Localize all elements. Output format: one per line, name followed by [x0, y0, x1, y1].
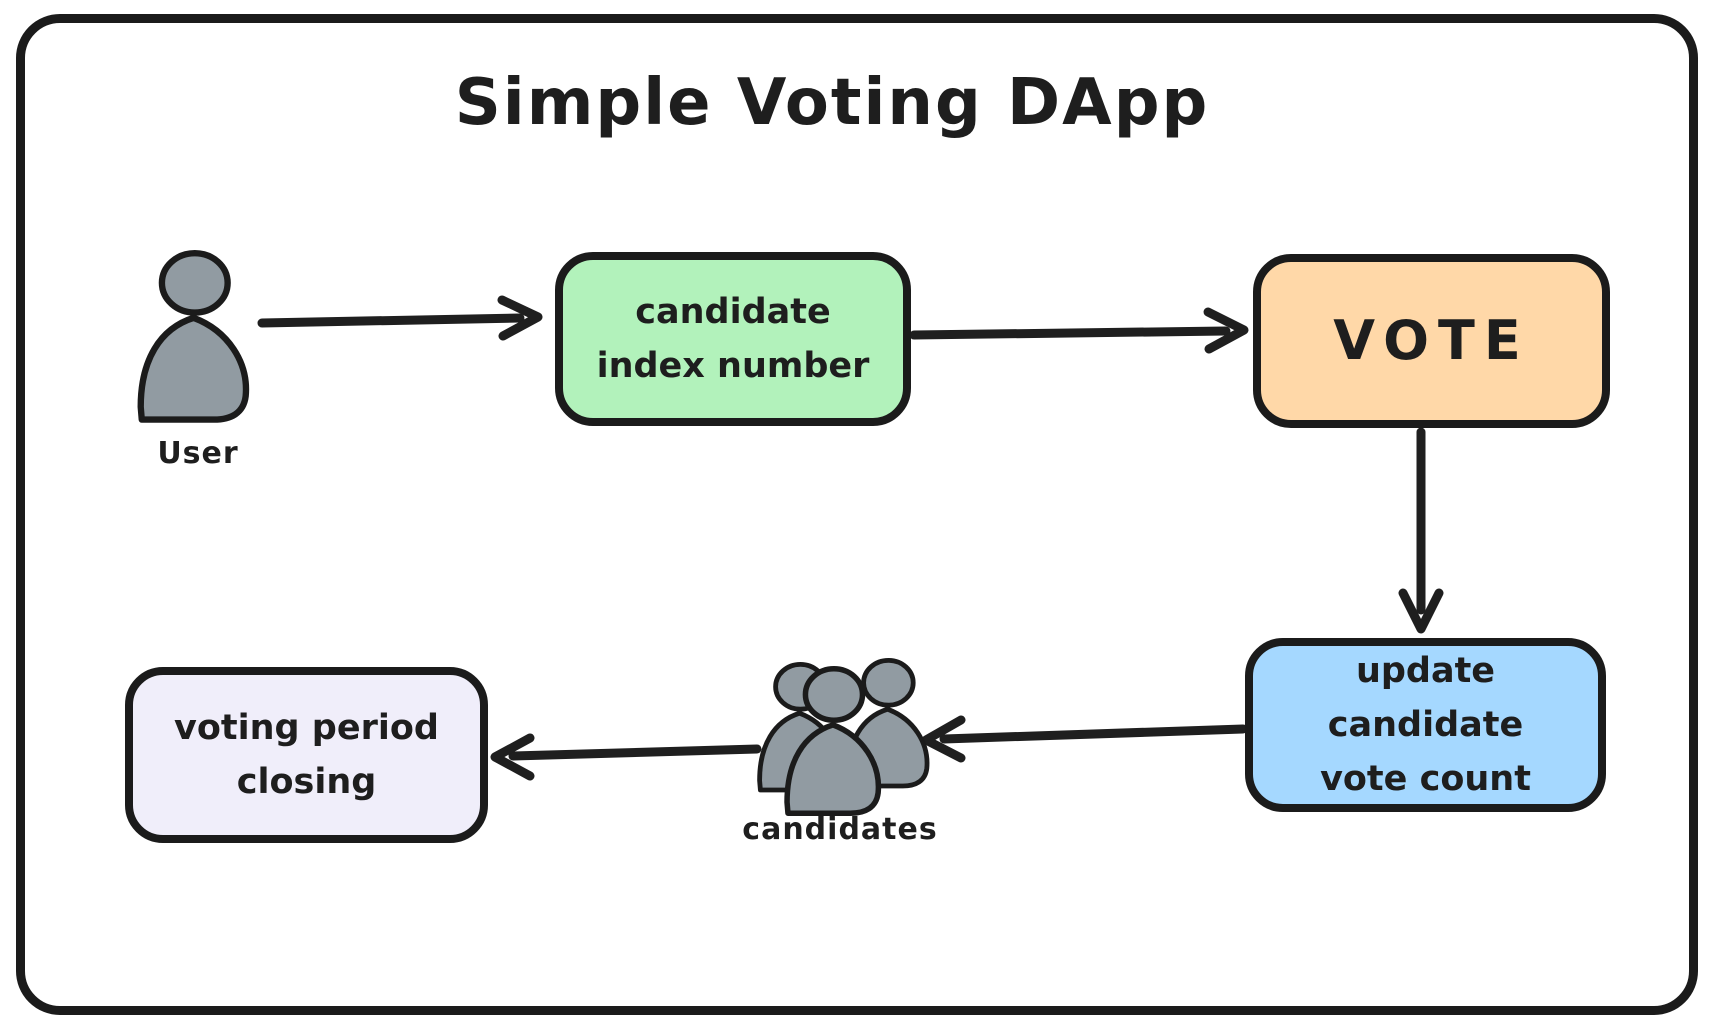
people-group-icon	[760, 660, 927, 813]
node-voting-period-line1: voting period	[174, 707, 439, 748]
node-update-count-line2: vote count	[1320, 759, 1531, 800]
arrow-candidate-index-to-vote	[909, 307, 1249, 354]
candidates-label: candidates	[742, 812, 938, 847]
node-candidate-index-line2: index number	[596, 346, 870, 386]
node-candidate-index-line1: candidate	[635, 291, 831, 332]
arrow-candidates-to-voting-period	[490, 733, 762, 781]
node-voting-period-line2: closing	[236, 762, 377, 802]
node-vote-label: VOTE	[1333, 309, 1530, 373]
node-vote: VOTE	[1253, 254, 1610, 428]
node-candidate-index: candidate index number	[555, 252, 911, 426]
node-voting-period: voting period closing	[125, 667, 488, 843]
node-update-count: update candidate vote count	[1245, 638, 1606, 812]
arrow-vote-to-update-count	[1398, 427, 1444, 634]
diagram-title: Simple Voting DApp	[454, 66, 1210, 140]
arrow-user-to-candidate-index	[257, 295, 543, 341]
node-update-count-line1: update candidate	[1327, 650, 1524, 745]
diagram-frame	[16, 14, 1698, 1015]
arrow-update-count-to-candidates	[921, 715, 1248, 763]
user-label: User	[157, 436, 239, 471]
person-icon	[141, 253, 246, 419]
